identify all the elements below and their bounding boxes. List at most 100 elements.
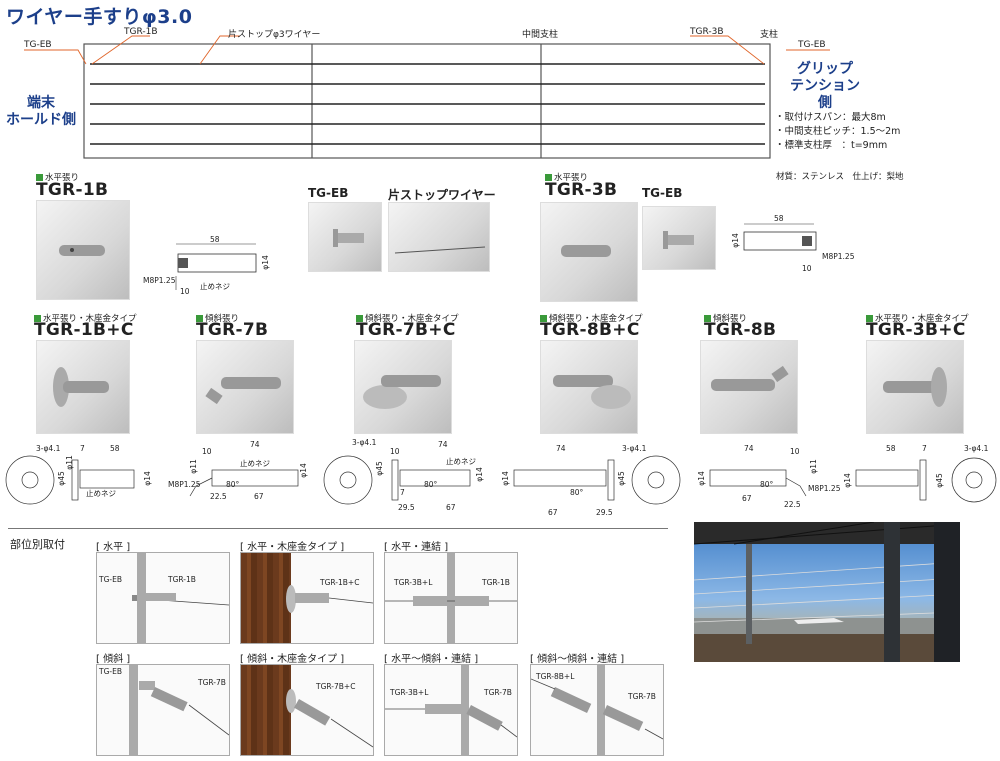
d5-d: φ14 — [696, 471, 706, 486]
d2-f: 67 — [254, 492, 264, 501]
install-1-c1: TGR-1B+C — [320, 578, 360, 587]
dim-tgr-3b-len: 58 — [774, 214, 784, 223]
installation-photo — [694, 522, 960, 662]
tag-tgr-8b: 傾斜張り — [704, 312, 747, 324]
d1-d: φ45 — [56, 471, 66, 486]
photo-tgr-3b-c — [866, 340, 964, 434]
d3-b: 10 — [390, 447, 400, 456]
tag-tgr-1b: 水平張り — [36, 171, 79, 183]
dim-tgr-1b-thread: M8P1.25 — [143, 276, 176, 285]
railing-frame — [83, 43, 771, 159]
label-tgr-1b: TGR-1B — [124, 27, 158, 37]
spec-thickness: ・標準支柱厚 ：t=9mm — [775, 140, 888, 151]
d4-a: 74 — [556, 444, 566, 453]
install-3-c2: TGR-7B — [198, 678, 226, 687]
dim-tgr-3b-14: φ14 — [730, 233, 740, 248]
tag-tgr-7b: 傾斜張り — [196, 312, 239, 324]
install-5-c2: TGR-7B — [484, 688, 512, 697]
tag-tgr-3b: 水平張り — [545, 171, 588, 183]
install-5-c1: TGR-3B+L — [390, 688, 429, 697]
section-divider — [8, 528, 668, 529]
photo-tgr-8b-c — [540, 340, 638, 434]
section-title: 部位別取付 — [10, 538, 65, 551]
tag-tgr-1b-c: 水平張り・木座金タイプ — [34, 312, 137, 324]
d5-b: 10 — [790, 447, 800, 456]
d3-a: 3-φ4.1 — [352, 438, 377, 447]
d2-d: M8P1.25 — [168, 480, 201, 489]
code-wire: 片ストップワイヤー — [388, 188, 496, 202]
code-tgr-1b-c: TGR-1B+C — [34, 320, 134, 340]
dim-tgr-1b-10: 10 — [180, 287, 190, 296]
d1-a: 3-φ4.1 — [36, 444, 61, 453]
install-3-c1: TG-EB — [99, 667, 122, 676]
install-6-c1: TGR-8B+L — [536, 672, 575, 681]
d6-a: 58 — [886, 444, 896, 453]
d4-e: 29.5 — [596, 508, 613, 517]
d5-c: φ11 — [808, 459, 818, 474]
tag-tgr-7b-c: 傾斜張り・木座金タイプ — [356, 312, 459, 324]
photo-tgr-8b — [700, 340, 798, 434]
d3-note: 止めネジ — [446, 457, 476, 466]
photo-tgr-1b — [36, 200, 130, 300]
spec-span: ・取付けスパン：最大8m — [775, 112, 886, 123]
d3-e: 29.5 — [398, 503, 415, 512]
install-6-c2: TGR-7B — [628, 692, 656, 701]
install-panel-3 — [96, 664, 230, 756]
install-panel-1 — [240, 552, 374, 644]
d6-e: φ45 — [934, 473, 944, 488]
install-2-c2: TGR-1B — [482, 578, 510, 587]
code-tgr-8b-c: TGR-8B+C — [540, 320, 640, 340]
d5-h: 80° — [760, 480, 774, 489]
install-panel-2 — [384, 552, 518, 644]
d3-i: 80° — [424, 480, 438, 489]
d5-e: 67 — [742, 494, 752, 503]
code-tgr-3b: TGR-3B — [545, 180, 618, 200]
label-middle-post: 中間支柱 — [522, 30, 559, 40]
d2-b: 74 — [250, 440, 260, 449]
photo-tg-eb-2 — [642, 206, 716, 270]
leader-lines — [24, 35, 830, 65]
d6-b: 7 — [922, 444, 927, 453]
d1-c: 58 — [110, 444, 120, 453]
code-tgr-1b: TGR-1B — [36, 180, 109, 200]
install-4-c1: TGR-7B+C — [316, 682, 356, 691]
dim-tgr-3b-10: 10 — [802, 264, 812, 273]
tag-tgr-3b-c: 水平張り・木座金タイプ — [866, 312, 969, 324]
dim-drawing-tgr-3b — [743, 223, 817, 251]
code-tgr-3b-c: TGR-3B+C — [866, 320, 966, 340]
d6-d: φ14 — [842, 473, 852, 488]
photo-tgr-7b — [196, 340, 294, 434]
install-label-6: [ 傾斜～傾斜・連結 ] — [530, 654, 625, 665]
d5-a: 74 — [744, 444, 754, 453]
d5-g: M8P1.25 — [808, 484, 841, 493]
d3-d: φ45 — [374, 461, 384, 476]
d4-c: φ14 — [500, 471, 510, 486]
d3-h: φ14 — [474, 467, 484, 482]
install-panel-5 — [384, 664, 518, 756]
d1-e: φ14 — [142, 471, 152, 486]
d2-g: φ14 — [298, 463, 308, 478]
photo-tgr-7b-c — [354, 340, 452, 434]
tag-tgr-8b-c: 傾斜張り・木座金タイプ — [540, 312, 643, 324]
install-panel-4 — [240, 664, 374, 756]
d1-f: φ11 — [64, 455, 74, 470]
page-title: ワイヤー手すりφ3.0 — [6, 6, 193, 28]
dim-tgr-1b-len: 58 — [210, 235, 220, 244]
railing-diagram — [24, 35, 830, 159]
label-hold-2: ホールド側 — [6, 112, 76, 128]
install-panel-0 — [96, 552, 230, 644]
d1-b: 7 — [80, 444, 85, 453]
dim-tgr-1b-note: 止めネジ — [200, 282, 230, 291]
install-2-c1: TGR-3B+L — [394, 578, 433, 587]
d2-note: 止めネジ — [240, 459, 270, 468]
d5-f: 22.5 — [784, 500, 801, 509]
d6-c: 3-φ4.1 — [964, 444, 989, 453]
photo-tgr-3b — [540, 202, 638, 302]
wires — [90, 63, 765, 145]
code-tgr-7b-c: TGR-7B+C — [356, 320, 456, 340]
spec-list: ・取付けスパン：最大8m ・中間支柱ピッチ：1.5～2m ・標準支柱厚 ：t=9… — [775, 111, 900, 153]
code-tg-eb: TG-EB — [308, 186, 349, 200]
d4-f: φ45 — [616, 471, 626, 486]
install-label-2: [ 水平・連結 ] — [384, 542, 449, 553]
label-hold-1: 端末 — [27, 95, 55, 111]
